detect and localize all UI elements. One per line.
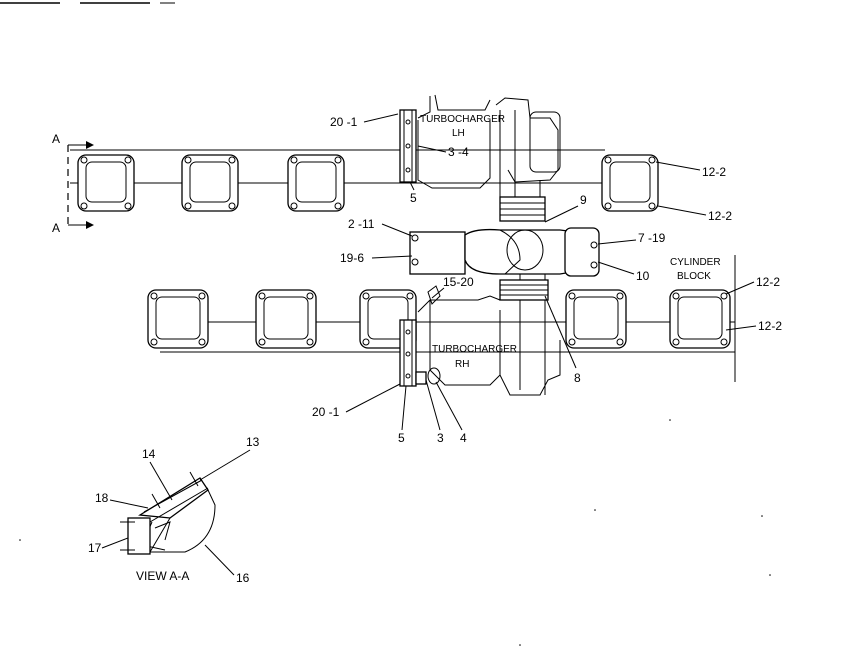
view-aa-inset: 13 14 18 17 16 VIEW A-A	[88, 435, 260, 585]
callout-14: 14	[142, 447, 156, 461]
rh-port-2	[255, 289, 317, 349]
turbocharger-lh	[417, 94, 561, 222]
rh-turbo-flange	[399, 319, 441, 387]
callouts: 20 -1 3 -4 5 2 -11 19-6 15-20 9 7 -19 10…	[312, 113, 782, 445]
callout-13: 13	[246, 435, 260, 449]
callout-20-1-top: 20 -1	[330, 115, 358, 129]
callout-8: 8	[574, 371, 581, 385]
section-a-bottom-label: A	[52, 221, 60, 235]
callout-12-2-a: 12-2	[702, 165, 726, 179]
section-a-top-label: A	[52, 132, 60, 146]
scan-speckles	[19, 419, 771, 646]
callout-10: 10	[636, 269, 650, 283]
callout-18: 18	[95, 491, 109, 505]
lh-port-4	[601, 154, 659, 212]
callout-17: 17	[88, 541, 102, 555]
callout-5-top: 5	[410, 191, 417, 205]
turbocharger-rh-side: RH	[455, 359, 469, 370]
callout-3: 3	[437, 431, 444, 445]
callout-12-2-c: 12-2	[756, 275, 780, 289]
cylinder-block-label-1: CYLINDER	[670, 257, 721, 268]
rh-port-4	[565, 289, 627, 349]
callout-15-20: 15-20	[443, 275, 474, 289]
callout-7-19: 7 -19	[638, 231, 666, 245]
turbocharger-lh-side: LH	[452, 128, 465, 139]
cylinder-block-label-2: BLOCK	[677, 271, 711, 282]
rh-port-1	[147, 289, 209, 349]
crossover-pipe	[409, 227, 600, 395]
lh-port-1	[77, 154, 135, 212]
callout-16: 16	[236, 571, 250, 585]
lh-turbo-flange	[399, 109, 417, 183]
turbocharger-rh-label: TURBOCHARGER	[432, 344, 517, 355]
lh-port-3	[287, 154, 345, 212]
callout-12-2-b: 12-2	[708, 209, 732, 223]
view-aa-label: VIEW A-A	[136, 569, 189, 583]
callout-9: 9	[580, 193, 587, 207]
callout-3-4: 3 -4	[448, 145, 469, 159]
lh-manifold-bank	[70, 149, 659, 212]
section-aa-marker: A A	[52, 132, 94, 235]
callout-20-1-bottom: 20 -1	[312, 405, 340, 419]
callout-4: 4	[460, 431, 467, 445]
rh-port-5	[669, 289, 731, 349]
callout-19-6: 19-6	[340, 251, 364, 265]
lh-port-2	[181, 154, 239, 212]
callout-12-2-d: 12-2	[758, 319, 782, 333]
callout-5-bottom: 5	[398, 431, 405, 445]
turbocharger-lh-label: TURBOCHARGER	[420, 114, 505, 125]
diagram-labels: TURBOCHARGER LH TURBOCHARGER RH CYLINDER…	[420, 114, 721, 370]
turbocharger-rh	[417, 285, 561, 396]
callout-2-11: 2 -11	[348, 217, 375, 231]
